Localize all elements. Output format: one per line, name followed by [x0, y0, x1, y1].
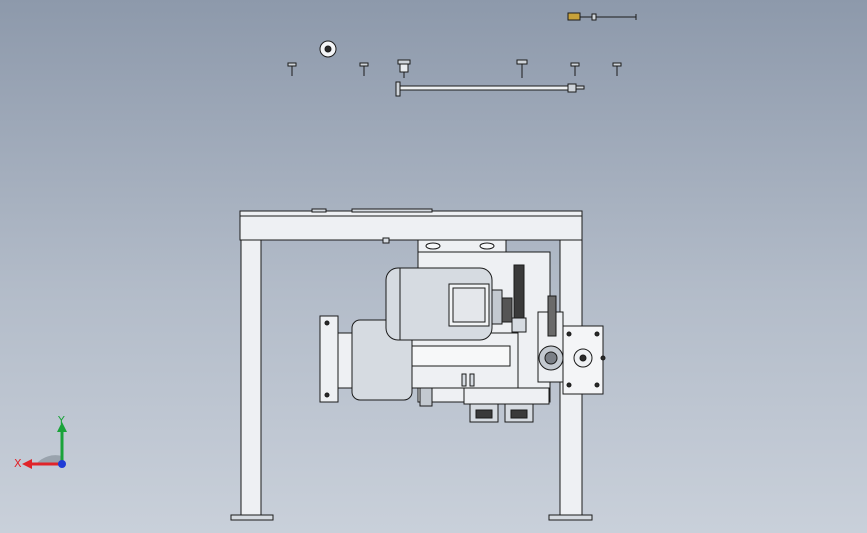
axis-triad-icon: Y X	[14, 414, 67, 470]
screw-5	[570, 62, 580, 76]
x-axis-label: X	[14, 457, 22, 470]
screw-1	[287, 62, 297, 76]
exploded-parts	[287, 12, 637, 97]
screw-4	[516, 59, 528, 78]
screw-3	[397, 59, 411, 78]
motor	[385, 267, 503, 341]
washer	[319, 40, 337, 58]
y-axis-label: Y	[57, 414, 65, 427]
screw-6	[612, 62, 622, 76]
long-shaft	[395, 81, 585, 97]
sensor-bolt	[567, 12, 637, 21]
screw-2	[359, 62, 369, 76]
drive-assembly	[319, 239, 606, 423]
